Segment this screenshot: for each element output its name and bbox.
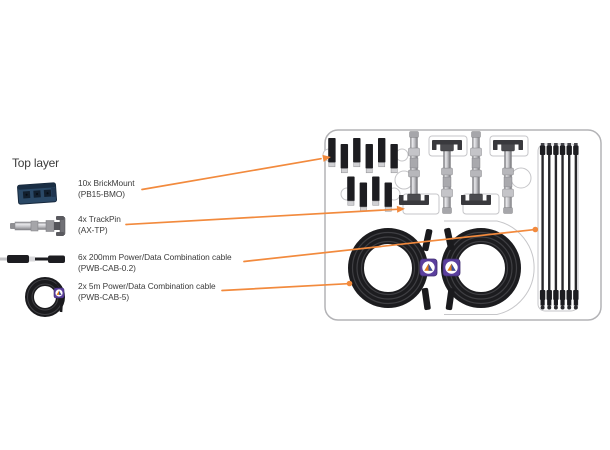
coiled-cable-icon bbox=[25, 277, 65, 317]
leader-line-trackpin bbox=[125, 205, 405, 226]
short-cables bbox=[539, 143, 579, 310]
short-cable-icon bbox=[0, 255, 65, 263]
leader-line-short-cable bbox=[243, 226, 539, 263]
trackpin-icon bbox=[10, 216, 66, 236]
page-title: Top layer bbox=[12, 156, 59, 170]
label-brickmount: 10x BrickMount (PB15-BMO) bbox=[78, 178, 135, 200]
label-trackpin: 4x TrackPin (AX-TP) bbox=[78, 214, 121, 236]
brickmount-icon bbox=[17, 182, 58, 205]
label-short-cable: 6x 200mm Power/Data Combination cable (P… bbox=[78, 252, 232, 274]
leader-line-coiled-cable bbox=[221, 280, 353, 292]
part-name: 6x 200mm Power/Data Combination cable bbox=[78, 252, 232, 262]
brickmount-row-1 bbox=[328, 138, 398, 174]
tray bbox=[322, 129, 602, 321]
part-name: 2x 5m Power/Data Combination cable bbox=[78, 281, 216, 291]
part-code: (PB15-BMO) bbox=[78, 189, 125, 199]
part-code: (AX-TP) bbox=[78, 225, 108, 235]
part-name: 4x TrackPin bbox=[78, 214, 121, 224]
part-name: 10x BrickMount bbox=[78, 178, 135, 188]
leader-line-brickmount bbox=[141, 154, 331, 191]
part-code: (PWB-CAB-0.2) bbox=[78, 263, 136, 273]
part-code: (PWB-CAB-5) bbox=[78, 292, 130, 302]
label-coiled-cable: 2x 5m Power/Data Combination cable (PWB-… bbox=[78, 281, 216, 303]
brand-badge-left bbox=[419, 258, 438, 277]
brand-badge-right bbox=[442, 258, 461, 277]
